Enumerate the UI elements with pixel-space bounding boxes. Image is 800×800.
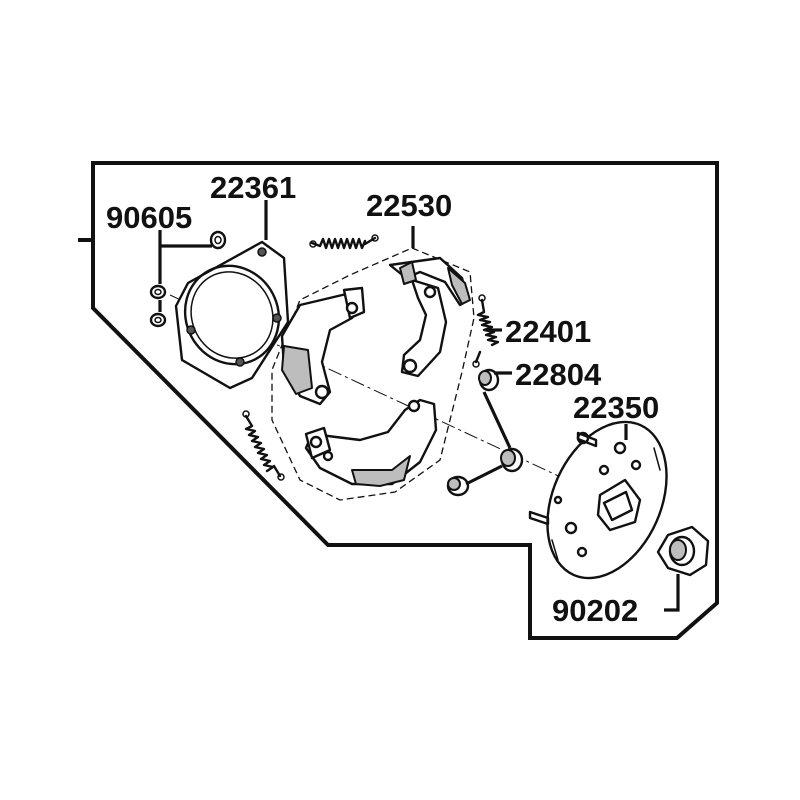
leader-22804 <box>465 371 512 486</box>
hole-icon <box>613 441 627 455</box>
label-22361: 22361 <box>210 170 296 205</box>
leader-90202 <box>664 574 680 612</box>
washer-icon <box>209 230 227 250</box>
label-22401: 22401 <box>505 314 591 349</box>
plate-center-hole <box>183 264 281 366</box>
collar-icon <box>446 475 470 497</box>
label-90605: 90605 <box>106 200 192 235</box>
shoe-lower[interactable] <box>304 398 438 487</box>
label-22350: 22350 <box>573 390 659 425</box>
assembly-frame <box>91 161 719 640</box>
hole-icon <box>553 495 563 505</box>
shoe-left[interactable] <box>280 286 366 406</box>
plate-outline <box>174 240 290 390</box>
part-22350-drive-plate[interactable] <box>524 403 689 597</box>
bolt-hole-icon <box>257 247 267 257</box>
hole-icon <box>576 546 588 558</box>
part-90605-washers[interactable] <box>149 230 227 328</box>
part-22361-plate[interactable] <box>168 240 296 390</box>
collar-icon <box>478 368 500 392</box>
hole-icon <box>598 464 610 476</box>
bolt-hole-icon <box>186 325 196 335</box>
part-90202-nut[interactable] <box>656 525 710 577</box>
label-90202: 90202 <box>552 593 638 628</box>
washer-icon <box>149 284 167 300</box>
label-22804: 22804 <box>515 357 602 392</box>
washer-icon <box>149 312 167 328</box>
leader-90605 <box>158 230 212 312</box>
bolt-hole-icon <box>272 313 282 323</box>
stud-bottom-icon <box>528 510 550 526</box>
spring-left-icon[interactable] <box>242 410 285 481</box>
shoe-upper-right[interactable] <box>388 256 471 378</box>
hole-icon <box>630 459 642 471</box>
part-22804-collars[interactable] <box>446 368 524 497</box>
spring-top-icon[interactable] <box>309 234 379 250</box>
collar-icon <box>500 447 524 473</box>
shoe-set-outline <box>271 247 475 501</box>
hole-icon <box>564 521 578 535</box>
stud-top-icon <box>576 431 598 448</box>
bolt-hole-icon <box>235 357 245 367</box>
drive-plate-hub <box>596 478 642 532</box>
label-22530: 22530 <box>366 188 452 223</box>
